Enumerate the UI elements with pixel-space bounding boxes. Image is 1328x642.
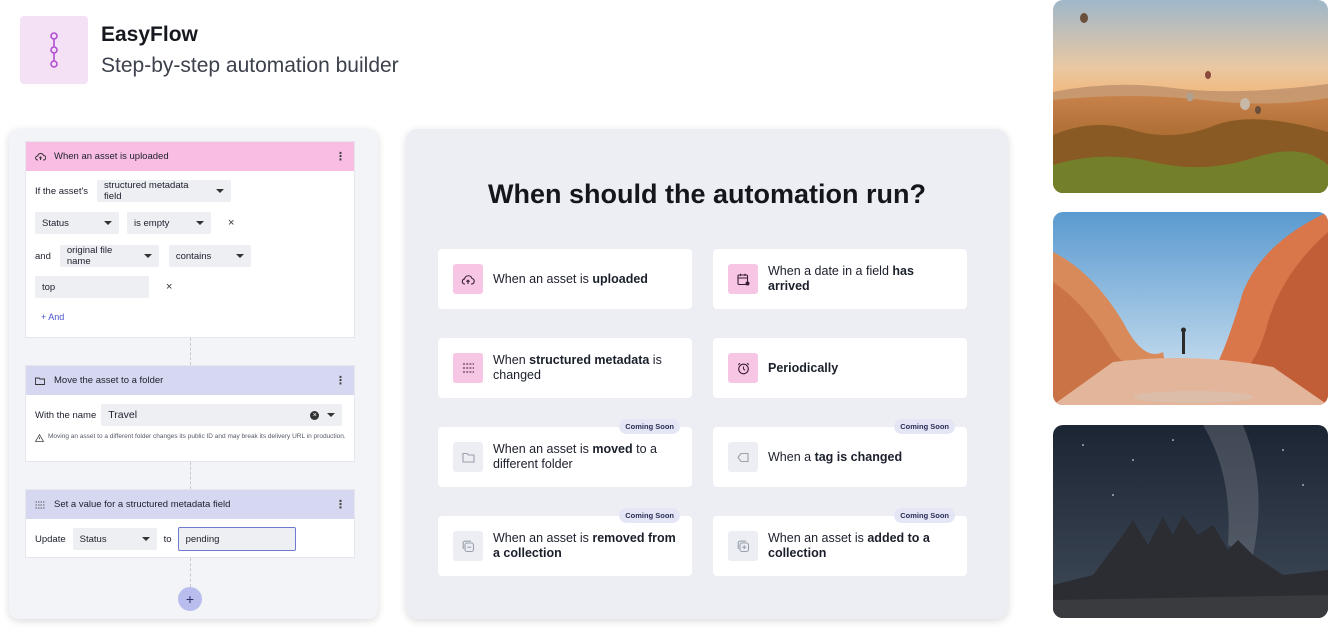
workflow-builder-panel: When an asset is uploaded ⋮ If the asset… [9, 129, 378, 619]
and-label: and [35, 250, 51, 262]
chevron-down-icon [104, 221, 112, 225]
set-step-title: Set a value for a structured metadata fi… [54, 499, 231, 510]
trigger-card-added-collection[interactable]: Coming Soon When an asset is added to a … [713, 508, 967, 576]
trigger-chooser-panel: When should the automation run? When an … [406, 129, 1008, 619]
condition1-operator-select[interactable]: is empty [127, 212, 211, 234]
chevron-down-icon [196, 221, 204, 225]
condition1-field-select[interactable]: Status [35, 212, 119, 234]
cloud-upload-icon [34, 151, 46, 163]
set-step-header[interactable]: Set a value for a structured metadata fi… [26, 490, 354, 519]
trigger-card-label: When an asset is moved to a different fo… [493, 442, 657, 471]
trigger-card-label: When an asset is added to a collection [768, 531, 930, 560]
trigger-card-moved[interactable]: Coming Soon When an asset is moved to a … [438, 419, 692, 487]
trigger-step: When an asset is uploaded ⋮ If the asset… [25, 141, 355, 338]
condition1-operator-value: is empty [134, 217, 170, 229]
remove-condition-icon[interactable]: × [166, 281, 173, 293]
update-value-text: pending [185, 533, 220, 545]
warning-icon [34, 433, 45, 445]
if-label: If the asset's [35, 185, 89, 197]
add-step-button[interactable]: + [178, 587, 202, 611]
alarm-clock-icon [728, 353, 758, 383]
trigger-step-header[interactable]: When an asset is uploaded ⋮ [26, 142, 354, 171]
step-connector [190, 462, 191, 489]
trigger-card-periodically[interactable]: Periodically [713, 338, 967, 398]
trigger-card-date-arrived[interactable]: When a date in a field has arrived [713, 249, 967, 309]
trigger-card-tag-changed[interactable]: Coming Soon When a tag is changed [713, 419, 967, 487]
condition2-value-text: top [42, 281, 56, 293]
field-type-value: structured metadata field [104, 180, 189, 202]
chevron-down-icon [216, 189, 225, 193]
photo-milky-way-peaks [1053, 425, 1328, 618]
trigger-card-label: When structured metadata is changed [493, 353, 662, 382]
update-label: Update [35, 533, 66, 545]
chevron-down-icon [235, 254, 244, 258]
chevron-down-icon [327, 413, 336, 417]
folder-icon [453, 442, 483, 472]
trigger-card-label: Periodically [768, 360, 839, 375]
metadata-grid-icon [453, 353, 483, 383]
folder-icon [34, 375, 46, 387]
step-connector [190, 338, 191, 365]
app-subtitle: Step-by-step automation builder [101, 54, 399, 77]
app-logo [20, 16, 88, 84]
condition2-field-value: original file name [66, 245, 113, 267]
collection-remove-icon [453, 531, 483, 561]
chevron-down-icon [141, 537, 150, 541]
trigger-step-title: When an asset is uploaded [54, 151, 169, 162]
remove-condition-icon[interactable]: × [228, 217, 235, 229]
folder-value: Travel [108, 409, 138, 421]
update-field-value: Status [79, 533, 107, 545]
condition2-field-select[interactable]: original file name [59, 245, 159, 267]
move-folder-step: Move the asset to a folder ⋮ With the na… [25, 365, 355, 462]
collection-add-icon [728, 531, 758, 561]
condition2-operator-value: contains [175, 250, 212, 262]
trigger-card-removed-collection[interactable]: Coming Soon When an asset is removed fro… [438, 508, 692, 576]
condition2-value-input[interactable]: top [35, 276, 149, 298]
calendar-icon [728, 264, 758, 294]
chevron-down-icon [143, 254, 152, 258]
kebab-menu-icon[interactable]: ⋮ [335, 499, 346, 511]
trigger-card-uploaded[interactable]: When an asset is uploaded [438, 249, 692, 309]
trigger-card-label: When an asset is removed from a collecti… [493, 531, 676, 560]
clear-icon[interactable]: × [310, 410, 320, 420]
update-value-input[interactable]: pending [177, 527, 296, 551]
move-step-header[interactable]: Move the asset to a folder ⋮ [26, 366, 354, 395]
photo-balloons-canyon [1053, 0, 1328, 193]
tag-icon [728, 442, 758, 472]
set-metadata-step: Set a value for a structured metadata fi… [25, 489, 355, 558]
flow-nodes-icon [50, 32, 58, 68]
update-field-select[interactable]: Status [72, 528, 157, 550]
trigger-card-label: When an asset is uploaded [493, 271, 648, 286]
trigger-card-label: When a date in a field has arrived [768, 264, 914, 293]
coming-soon-badge: Coming Soon [894, 508, 955, 523]
kebab-menu-icon[interactable]: ⋮ [335, 151, 346, 163]
move-warning-text: Moving an asset to a different folder ch… [48, 433, 346, 440]
name-label: With the name [35, 409, 97, 421]
field-type-select[interactable]: structured metadata field [97, 180, 232, 202]
folder-select[interactable]: Travel × [101, 404, 343, 426]
coming-soon-badge: Coming Soon [894, 419, 955, 434]
trigger-card-metadata-changed[interactable]: When structured metadata is changed [438, 338, 692, 398]
coming-soon-badge: Coming Soon [619, 419, 680, 434]
metadata-grid-icon [34, 499, 46, 511]
cloud-upload-icon [453, 264, 483, 294]
step-connector [190, 558, 191, 587]
to-label: to [163, 533, 172, 545]
trigger-card-label: When a tag is changed [768, 449, 903, 464]
app-title: EasyFlow [101, 23, 198, 46]
kebab-menu-icon[interactable]: ⋮ [335, 375, 346, 387]
move-step-title: Move the asset to a folder [54, 375, 164, 386]
condition1-field-value: Status [42, 217, 69, 229]
chooser-title: When should the automation run? [488, 179, 926, 209]
add-and-condition-button[interactable]: + And [41, 312, 65, 322]
photo-wave-canyon [1053, 212, 1328, 405]
condition2-operator-select[interactable]: contains [168, 245, 251, 267]
coming-soon-badge: Coming Soon [619, 508, 680, 523]
